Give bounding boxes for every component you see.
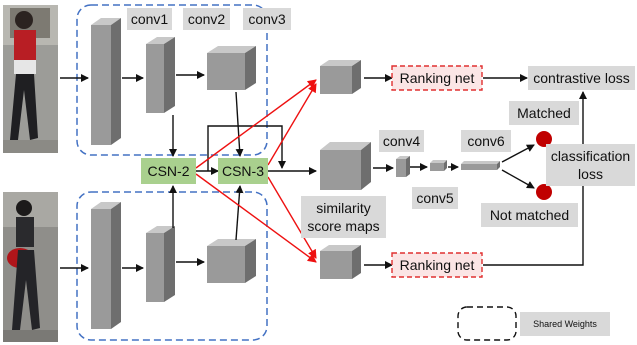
similarity-score-maps-block [320, 142, 371, 190]
classification-loss-label-line1: classification [551, 148, 630, 164]
conv4-label: conv4 [383, 133, 421, 149]
conv1-label-box [127, 8, 172, 30]
conv3-label: conv3 [248, 11, 286, 27]
similarity-label-line2: score maps [307, 218, 379, 234]
conv6-label-box [461, 130, 511, 152]
top-conv3-block [207, 46, 256, 90]
not-matched-label-box [481, 203, 578, 227]
classification-loss-box [546, 144, 635, 186]
ranking-net-bottom-label: Ranking net [400, 257, 475, 273]
csn3-box [218, 158, 268, 184]
classification-loss-label-line2: loss [578, 166, 603, 182]
similarity-score-maps-box [301, 196, 386, 238]
csn2-label: CSN-2 [147, 163, 189, 179]
shared-weights-legend-swatch [457, 306, 517, 341]
csn2-box [141, 158, 196, 184]
matched-label-box [509, 101, 579, 125]
conv6-block [461, 161, 500, 170]
csn3-label: CSN-3 [222, 163, 264, 179]
shared-weights-legend-label: Shared Weights [533, 319, 597, 329]
bottom-conv1-block [91, 202, 121, 329]
bottom-ranking-feature-block [320, 245, 361, 279]
not-matched-label: Not matched [490, 207, 569, 223]
contrastive-loss-box [528, 66, 635, 90]
contrastive-loss-label: contrastive loss [533, 70, 629, 86]
ranking-net-top-box [391, 65, 483, 91]
conv4-block [396, 156, 410, 177]
conv5-block [430, 160, 447, 171]
conv2-label-box [183, 8, 230, 30]
top-conv1-block [91, 18, 121, 145]
conv5-label: conv5 [416, 190, 454, 206]
ranking-net-bottom-box [391, 252, 483, 278]
top-ranking-feature-block [320, 60, 361, 94]
shared-weights-legend-box [520, 312, 610, 336]
ranking-net-top-label: Ranking net [400, 70, 475, 86]
matched-node [536, 131, 552, 147]
top-conv2-block [146, 37, 175, 113]
bottom-conv3-block [207, 239, 256, 283]
matched-label: Matched [517, 105, 571, 121]
top-pedestrian-image [3, 5, 58, 153]
red-connectors [195, 79, 317, 263]
conv5-label-box [412, 187, 458, 209]
conv6-label: conv6 [467, 133, 505, 149]
conv2-label: conv2 [188, 11, 226, 27]
conv1-label: conv1 [131, 11, 169, 27]
conv3-label-box [243, 8, 291, 30]
conv4-label-box [379, 130, 424, 152]
not-matched-node [536, 184, 552, 200]
bottom-conv2-block [146, 226, 175, 302]
bottom-pedestrian-image [3, 192, 58, 342]
similarity-label-line1: similarity [316, 200, 370, 216]
